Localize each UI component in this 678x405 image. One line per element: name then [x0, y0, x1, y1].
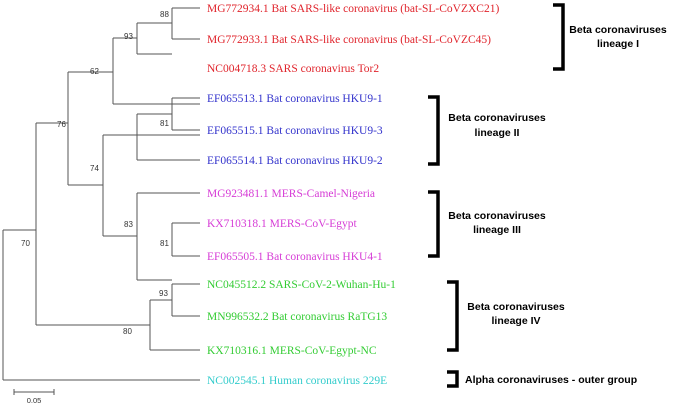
bootstrap-value: 93: [124, 32, 133, 41]
group-label: Beta coronaviruses: [448, 112, 546, 124]
group-label: lineage III: [473, 224, 521, 236]
bootstrap-value: 80: [123, 327, 132, 336]
group-label: Beta coronaviruses: [569, 24, 667, 36]
taxon-label: NC002545.1 Human coronavirus 229E: [207, 375, 387, 387]
taxon-label: KX710318.1 MERS-CoV-Egypt: [207, 218, 358, 230]
taxon-label: NC004718.3 SARS coronavirus Tor2: [207, 63, 379, 75]
bootstrap-labels: 88 93 62 81 76 74 83 81 70 93 80: [21, 10, 169, 336]
bootstrap-value: 76: [57, 120, 66, 129]
bracket-lineage-I: [553, 3, 565, 71]
scale-bar-label: 0.05: [27, 396, 42, 405]
taxon-label: MG772933.1 Bat SARS-like coronavirus (ba…: [207, 34, 491, 46]
bootstrap-value: 88: [160, 10, 169, 19]
bracket-outgroup: [447, 370, 459, 388]
group-label: Beta coronaviruses: [467, 301, 565, 313]
taxon-label: NC045512.2 SARS-CoV-2-Wuhan-Hu-1: [207, 279, 396, 291]
bracket-lineage-II: [428, 95, 440, 166]
taxon-label: MG772934.1 Bat SARS-like coronavirus (ba…: [207, 3, 499, 15]
bootstrap-value: 74: [90, 164, 99, 173]
taxon-label: EF065515.1 Bat coronavirus HKU9-3: [207, 125, 383, 137]
bracket-lineage-III: [428, 190, 440, 258]
bracket-lineage-IV: [447, 280, 459, 352]
tree-branches: [2, 7, 200, 381]
taxon-label: EF065514.1 Bat coronavirus HKU9-2: [207, 155, 383, 167]
taxon-label: MN996532.2 Bat coronavirus RaTG13: [207, 311, 387, 323]
bootstrap-value: 93: [159, 289, 168, 298]
group-label: Beta coronaviruses: [448, 210, 546, 222]
group-label: lineage II: [475, 127, 520, 139]
group-label: lineage I: [597, 38, 639, 50]
bootstrap-value: 81: [160, 119, 169, 128]
group-labels: Beta coronaviruses lineage I Beta corona…: [448, 24, 667, 386]
taxon-label: EF065513.1 Bat coronavirus HKU9-1: [207, 93, 383, 105]
group-label: lineage IV: [491, 315, 540, 327]
bootstrap-value: 70: [21, 239, 30, 248]
group-label: Alpha coronaviruses - outer group: [465, 374, 637, 386]
bootstrap-value: 83: [124, 220, 133, 229]
bootstrap-value: 62: [90, 67, 99, 76]
scale-bar: 0.05: [13, 389, 55, 405]
lineage-brackets: [428, 3, 565, 388]
taxon-labels: MG772934.1 Bat SARS-like coronavirus (ba…: [207, 3, 499, 387]
taxon-label: EF065505.1 Bat coronavirus HKU4-1: [207, 251, 383, 263]
taxon-label: KX710316.1 MERS-CoV-Egypt-NC: [207, 345, 377, 357]
bootstrap-value: 81: [160, 239, 169, 248]
taxon-label: MG923481.1 MERS-Camel-Nigeria: [207, 188, 375, 200]
